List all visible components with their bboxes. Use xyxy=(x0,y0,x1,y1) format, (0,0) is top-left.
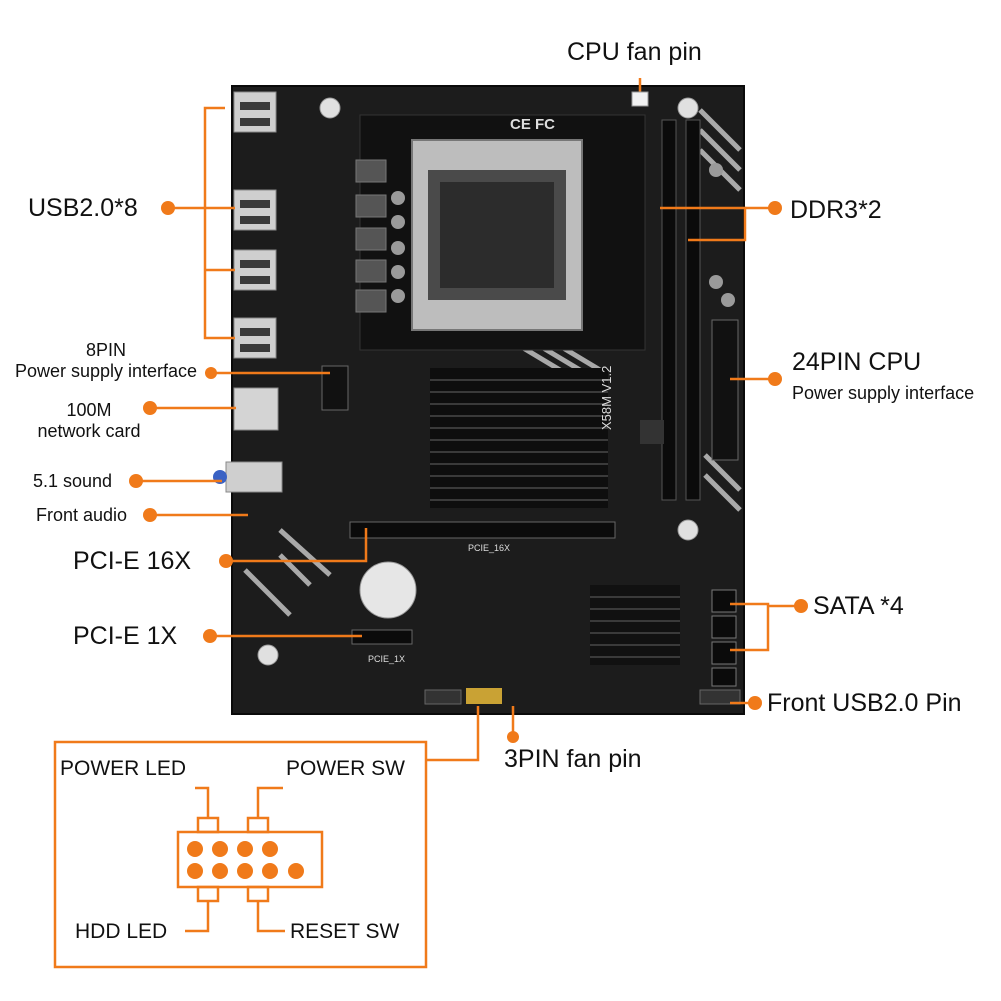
front-panel-header xyxy=(466,688,502,704)
label-sata: SATA *4 xyxy=(813,592,904,620)
label-pcie16: PCI-E 16X xyxy=(73,547,192,575)
label-8pin: 8PIN Power supply interface xyxy=(6,340,206,381)
label-network-line1: 100M xyxy=(66,400,112,420)
label-front-usb-pin: Front USB2.0 Pin xyxy=(767,689,962,717)
leader-lines xyxy=(136,78,796,762)
pcie16-silk-text: PCIE_16X xyxy=(468,543,511,553)
atx-24pin xyxy=(711,319,739,461)
usb-ports xyxy=(233,91,277,359)
leader-dots xyxy=(129,201,808,743)
cert-marks: CE FC xyxy=(510,116,555,133)
ram-slot-1 xyxy=(661,119,677,501)
label-24pin-line2: Power supply interface xyxy=(792,382,975,403)
audio-jack xyxy=(225,461,283,493)
lan-port xyxy=(233,387,279,431)
motherboard-pcb xyxy=(213,85,745,715)
pcie16-slot xyxy=(349,521,616,539)
cmos-battery xyxy=(359,561,417,619)
label-sound: 5.1 sound xyxy=(33,471,113,491)
front-panel-pin-diagram xyxy=(53,740,428,969)
label-8pin-line1: 8PIN xyxy=(85,340,127,360)
label-network-line2: network card xyxy=(37,420,141,441)
ram-slot-2 xyxy=(685,119,701,501)
heatsink xyxy=(430,368,608,508)
label-24pin-line1: 24PIN CPU xyxy=(792,348,922,376)
label-front-audio: Front audio xyxy=(36,505,128,525)
label-cpu-fan-pin: CPU fan pin xyxy=(567,38,702,66)
sata-ports xyxy=(711,589,737,687)
pin-label-hdd-led: HDD LED xyxy=(75,920,168,943)
pin-label-reset-sw: RESET SW xyxy=(290,920,400,943)
label-network: 100M network card xyxy=(28,400,150,441)
label-usb20: USB2.0*8 xyxy=(28,194,138,222)
south-bridge xyxy=(590,585,680,665)
board-model-text: X58M V1.2 xyxy=(599,365,614,430)
label-8pin-line2: Power supply interface xyxy=(14,360,198,381)
pin-label-power-sw: POWER SW xyxy=(286,757,405,780)
pin-label-power-led: POWER LED xyxy=(60,757,187,780)
pcie1-silk-text: PCIE_1X xyxy=(368,654,406,664)
label-pcie1: PCI-E 1X xyxy=(73,622,178,650)
label-3pin-fan: 3PIN fan pin xyxy=(504,745,642,773)
label-ddr3: DDR3*2 xyxy=(790,196,882,224)
label-24pin: 24PIN CPU Power supply interface xyxy=(792,348,974,403)
